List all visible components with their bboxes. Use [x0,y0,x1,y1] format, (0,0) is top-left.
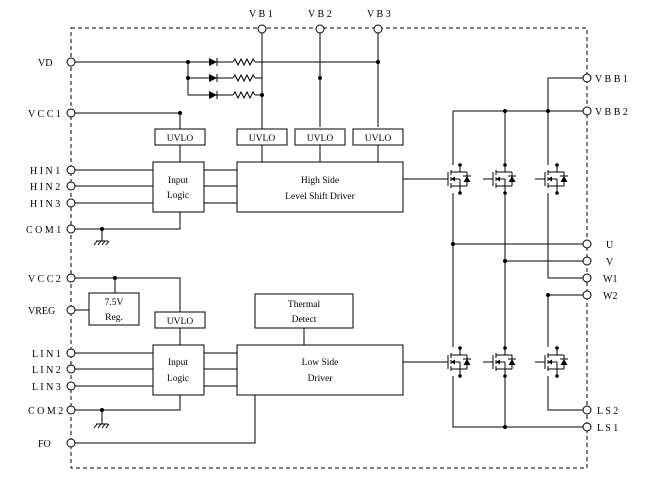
package-outline [70,27,588,469]
bootstrap-diode-2 [209,74,218,82]
regulator-7-5v: 7.5V Reg. [88,292,140,326]
pin-w1-label: W1 [603,274,617,285]
pin-w2: W2 [582,290,617,302]
thermal-detect-line2: Detect [292,315,317,325]
high-input-logic-line1: Input [168,176,188,186]
uvlo-vb3-label: UVLO [365,134,392,144]
pin-com1: C O M 1 [26,224,76,236]
uvlo-vcc1: UVLO [154,128,206,146]
pin-u-label: U [606,240,614,251]
pin-vb1-label: V B 1 [249,9,273,20]
uvlo-vb1: UVLO [236,128,288,146]
pin-w1: W1 [582,273,617,285]
regulator-line1: 7.5V [105,298,124,308]
mosfet-high-w [534,162,569,196]
pin-lin2-label: L I N 2 [32,365,61,376]
uvlo-vcc2-label: UVLO [167,317,194,327]
pin-lin3: L I N 3 [32,381,76,393]
pin-fo: FO [38,438,76,450]
mosfet-low-u [437,345,472,379]
pin-hin1: H I N 1 [30,165,76,177]
pin-vreg-label: VREG [28,306,55,317]
pin-v-label: V [606,257,614,268]
pin-hin3-label: H I N 3 [30,199,60,210]
bootstrap-resistor-2 [232,73,256,83]
pin-vcc1: V C C 1 [28,108,76,120]
bootstrap-resistor-1 [232,57,256,67]
pin-lin3-label: L I N 3 [32,382,61,393]
pin-vbb2: V B B 2 [582,106,628,118]
pin-vbb1-label: V B B 1 [595,74,628,85]
low-input-logic-line2: Logic [167,374,189,384]
pin-hin2: H I N 2 [30,181,76,193]
mosfet-high-v [482,162,517,196]
pin-ls1: L S 1 [582,422,618,434]
pin-lin1: L I N 1 [32,348,76,360]
power-stage [431,77,583,429]
thermal-detect: Thermal Detect [254,293,354,329]
pin-hin1-label: H I N 1 [30,166,60,177]
pin-vb3: V B 3 [367,9,391,34]
pin-ls1-label: L S 1 [597,423,618,434]
pin-vb2-label: V B 2 [308,9,332,20]
pin-com2-label: C O M 2 [28,406,63,417]
pin-ls2: L S 2 [582,405,618,417]
mosfet-low-v [482,345,517,379]
low-input-logic-line1: Input [168,358,188,368]
pin-vd: VD [38,57,76,69]
uvlo-vcc1-label: UVLO [167,134,194,144]
thermal-detect-line1: Thermal [288,300,321,310]
uvlo-vb2-label: UVLO [307,134,334,144]
low-side-input-logic: Input Logic [152,344,205,396]
regulator-line2: Reg. [105,313,123,323]
pin-com2: C O M 2 [28,405,76,417]
pin-vreg: VREG [28,305,76,317]
pin-hin2-label: H I N 2 [30,182,60,193]
pin-lin1-label: L I N 1 [32,349,61,360]
bootstrap-diode-3 [209,91,218,99]
pin-w2-label: W2 [603,291,617,302]
high-side-input-logic: Input Logic [152,161,205,213]
bootstrap-resistor-3 [232,90,256,100]
uvlo-vcc2: UVLO [154,311,206,329]
pin-vcc2: V C C 2 [28,273,76,285]
mosfet-low-w [534,345,569,379]
low-side-driver: Low Side Driver [236,344,404,396]
pin-hin3: H I N 3 [30,198,76,210]
high-side-level-shift-driver: High Side Level Shift Driver [236,161,404,213]
bootstrap-diode-1 [209,58,218,66]
pin-vb3-label: V B 3 [367,9,391,20]
uvlo-vb3: UVLO [352,128,404,146]
pin-vbb1: V B B 1 [582,73,628,85]
pin-vcc1-label: V C C 1 [28,109,61,120]
low-side-driver-line1: Low Side [302,358,339,368]
high-side-driver-line1: High Side [301,176,339,186]
pin-vd-label: VD [38,58,52,69]
uvlo-vb2: UVLO [294,128,346,146]
pin-vb1: V B 1 [249,9,273,34]
pin-vcc2-label: V C C 2 [28,274,61,285]
high-input-logic-line2: Logic [167,191,189,201]
pin-ls2-label: L S 2 [597,406,618,417]
pin-com1-label: C O M 1 [26,225,61,236]
mosfet-high-u [437,162,472,196]
high-side-driver-line2: Level Shift Driver [285,191,355,202]
pin-vb2: V B 2 [308,9,332,34]
pin-fo-label: FO [38,439,51,450]
pin-v: V [582,256,614,268]
pin-lin2: L I N 2 [32,364,76,376]
low-side-driver-line2: Driver [308,374,334,384]
pin-vbb2-label: V B B 2 [595,107,628,118]
pin-u: U [582,239,614,251]
uvlo-vb1-label: UVLO [249,134,276,144]
bootstrap-network [75,33,380,137]
